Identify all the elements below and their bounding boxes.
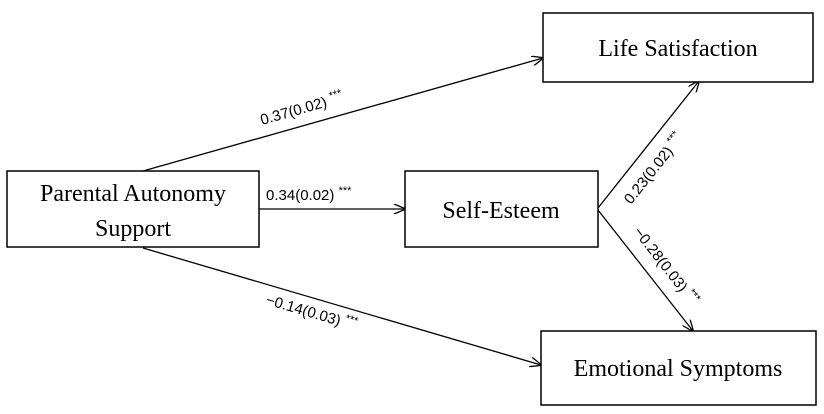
sig-pas-to-se: *** xyxy=(339,185,353,197)
svg-text:−0.14(0.03) ***: −0.14(0.03) *** xyxy=(264,290,360,335)
sig-se-to-ls: *** xyxy=(664,128,682,146)
arrow-self-esteem-to-life-satisfaction xyxy=(597,81,699,209)
arrow-pas-to-life-satisfaction xyxy=(142,58,543,172)
box-life-satisfaction xyxy=(542,12,814,83)
svg-text:0.34(0.02) ***: 0.34(0.02) *** xyxy=(266,185,352,204)
coef-se-to-ls: 0.23(0.02) xyxy=(621,143,677,207)
sig-pas-to-ls: *** xyxy=(328,87,344,102)
coef-pas-to-se: 0.34(0.02) xyxy=(266,187,334,204)
node-label-self-esteem: Self-Esteem xyxy=(442,198,560,224)
svg-text:0.37(0.02) ***: 0.37(0.02) *** xyxy=(258,87,346,129)
coef-pas-to-es: −0.14(0.03) xyxy=(264,292,343,330)
node-label-parental-autonomy-line2: Support xyxy=(95,216,171,242)
coef-pas-to-ls: 0.37(0.02) xyxy=(258,94,328,129)
edge-label-pas-to-se: 0.34(0.02) *** xyxy=(266,185,352,204)
node-label-life-satisfaction: Life Satisfaction xyxy=(598,36,757,62)
edge-label-pas-to-ls: 0.37(0.02) *** xyxy=(258,87,346,129)
box-parental-autonomy-support xyxy=(6,170,260,248)
sig-se-to-es: *** xyxy=(685,287,703,305)
arrow-self-esteem-to-emotional-symptoms xyxy=(597,209,693,331)
node-label-parental-autonomy-line1: Parental Autonomy xyxy=(40,181,226,207)
box-emotional-symptoms xyxy=(540,330,817,406)
arrow-pas-to-emotional-symptoms xyxy=(142,247,541,365)
coef-se-to-es: −0.28(0.03) xyxy=(630,224,691,295)
node-label-emotional-symptoms: Emotional Symptoms xyxy=(574,356,783,382)
box-self-esteem xyxy=(404,170,599,248)
sig-pas-to-es: *** xyxy=(344,313,360,328)
edge-label-pas-to-es: −0.14(0.03) *** xyxy=(264,290,360,335)
